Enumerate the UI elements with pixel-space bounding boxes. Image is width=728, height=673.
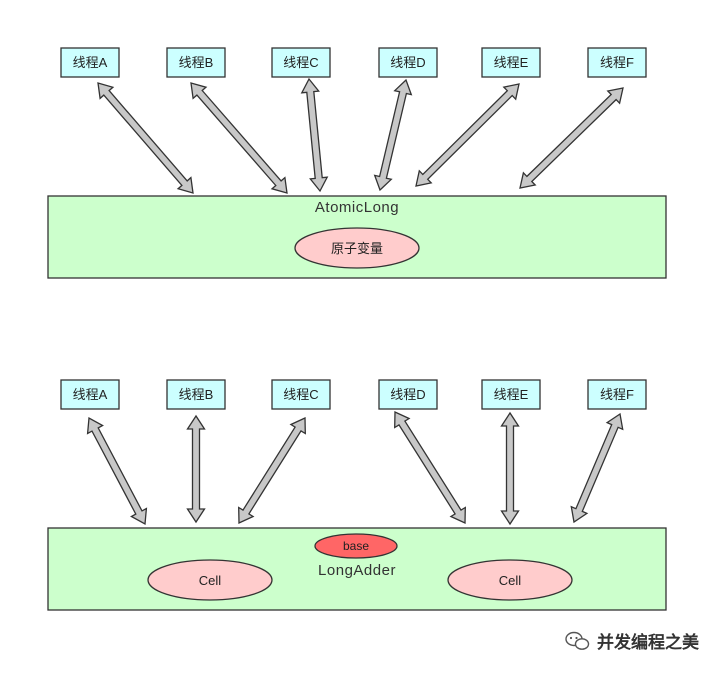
- bottom-arrows: [86, 410, 624, 526]
- watermark-text: 并发编程之美: [597, 632, 700, 652]
- base-label: base: [343, 539, 369, 553]
- bottom-thread-label-f: 线程F: [600, 387, 634, 402]
- top-thread-box-c: 线程C: [271, 47, 331, 78]
- top-thread-label-f: 线程F: [600, 55, 634, 70]
- top-thread-box-d: 线程D: [378, 47, 438, 78]
- bottom-arrow-e: [500, 411, 520, 526]
- top-thread-label-a: 线程A: [73, 55, 108, 70]
- bottom-thread-label-b: 线程B: [179, 387, 214, 402]
- atomic-variable-label: 原子变量: [331, 241, 383, 256]
- base-ellipse: [314, 533, 398, 559]
- top-thread-box-b: 线程B: [166, 47, 226, 78]
- top-arrows: [97, 77, 624, 194]
- cell-ellipse-right: [447, 559, 573, 601]
- bottom-thread-label-c: 线程C: [283, 387, 318, 402]
- top-thread-label-e: 线程E: [494, 55, 529, 70]
- atomic-variable-ellipse: [294, 227, 420, 269]
- top-thread-label-d: 线程D: [390, 55, 425, 70]
- bottom-thread-label-a: 线程A: [73, 387, 108, 402]
- longadder-container: base LongAdder Cell Cell: [47, 527, 667, 611]
- top-thread-box-e: 线程E: [481, 47, 541, 78]
- top-diagram: 线程A 线程B 线程C 线程D 线程E 线程F: [47, 47, 667, 279]
- bottom-thread-label-e: 线程E: [494, 387, 529, 402]
- top-thread-boxes: 线程A 线程B 线程C 线程D 线程E 线程F: [60, 47, 647, 78]
- top-arrow-f: [519, 87, 624, 189]
- wechat-icon: [565, 631, 590, 650]
- top-thread-label-b: 线程B: [179, 55, 214, 70]
- top-arrow-a: [97, 82, 194, 194]
- longadder-label: LongAdder: [318, 562, 396, 579]
- top-arrow-e: [415, 83, 520, 187]
- cell-label-right: Cell: [499, 573, 522, 588]
- bottom-thread-box-c: 线程C: [271, 379, 331, 410]
- top-arrow-d: [373, 78, 413, 192]
- bottom-thread-box-a: 线程A: [60, 379, 120, 410]
- bottom-thread-box-e: 线程E: [481, 379, 541, 410]
- bottom-arrow-c: [238, 416, 306, 525]
- bottom-arrow-a: [86, 416, 148, 526]
- cell-ellipse-left: [147, 559, 273, 601]
- bottom-thread-label-d: 线程D: [390, 387, 425, 402]
- bottom-thread-boxes: 线程A 线程B 线程C 线程D 线程E 线程F: [60, 379, 647, 410]
- top-arrow-b: [190, 82, 288, 194]
- top-thread-box-f: 线程F: [587, 47, 647, 78]
- top-thread-box-a: 线程A: [60, 47, 120, 78]
- bottom-thread-box-f: 线程F: [587, 379, 647, 410]
- watermark: 并发编程之美: [565, 631, 700, 652]
- atomiclong-container: AtomicLong 原子变量: [47, 195, 667, 279]
- atomiclong-label: AtomicLong: [315, 199, 399, 216]
- bottom-thread-box-b: 线程B: [166, 379, 226, 410]
- top-thread-label-c: 线程C: [283, 55, 318, 70]
- top-arrow-c: [300, 77, 329, 193]
- cell-label-left: Cell: [199, 573, 222, 588]
- bottom-arrow-f: [570, 412, 624, 524]
- bottom-arrow-b: [186, 414, 206, 524]
- bottom-thread-box-d: 线程D: [378, 379, 438, 410]
- bottom-diagram: 线程A 线程B 线程C 线程D 线程E 线程F: [47, 379, 667, 611]
- bottom-arrow-d: [394, 410, 466, 525]
